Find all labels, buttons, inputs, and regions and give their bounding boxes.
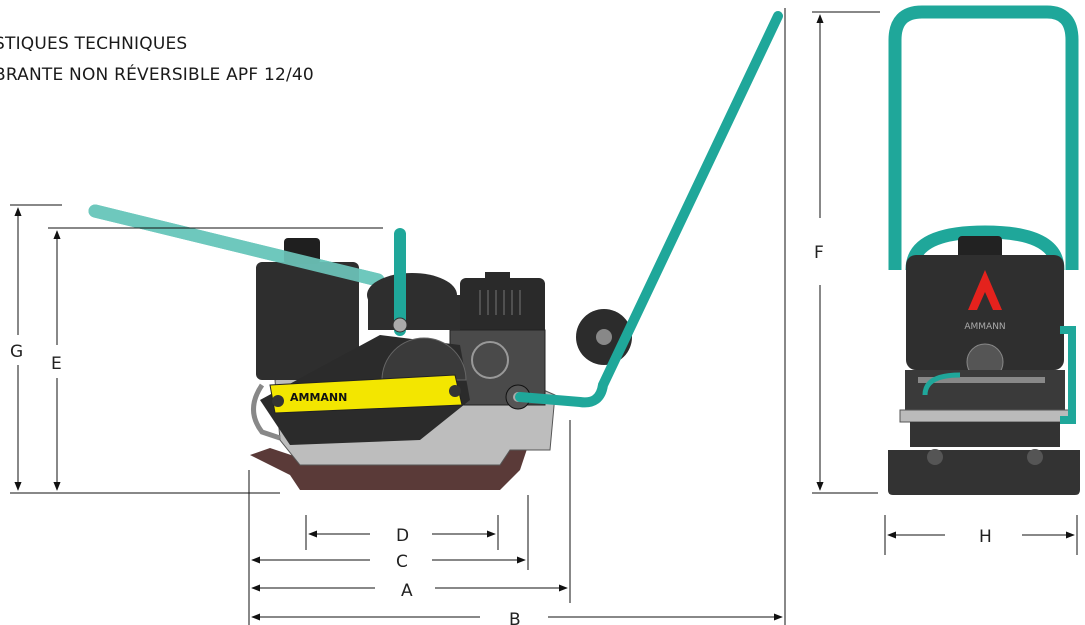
dim-label-f: F <box>814 243 824 263</box>
dim-label-e: E <box>51 354 62 374</box>
label-brand-text: AMMANN <box>290 391 347 404</box>
dim-label-g: G <box>10 342 23 362</box>
dim-label-b: B <box>509 610 521 625</box>
dimension-lines <box>10 8 1078 625</box>
front-base <box>888 450 1080 495</box>
front-handle <box>888 5 1079 270</box>
front-view-machine: AMMANN <box>888 5 1080 495</box>
side-view-machine: AMMANN <box>88 11 783 490</box>
lift-handle <box>394 228 406 336</box>
front-tank <box>906 255 1064 370</box>
handle-upright <box>515 11 783 408</box>
dim-label-c: C <box>396 552 408 572</box>
fuel-tank <box>256 262 359 380</box>
front-logo-text: AMMANN <box>964 322 1005 332</box>
dim-label-h: H <box>979 527 992 547</box>
ammann-logo <box>968 270 1002 310</box>
title-line-2: BRANTE NON RÉVERSIBLE APF 12/40 <box>0 65 314 85</box>
dim-label-d: D <box>396 526 409 546</box>
dim-label-a: A <box>401 581 413 601</box>
title-line-1: STIQUES TECHNIQUES <box>0 34 188 54</box>
